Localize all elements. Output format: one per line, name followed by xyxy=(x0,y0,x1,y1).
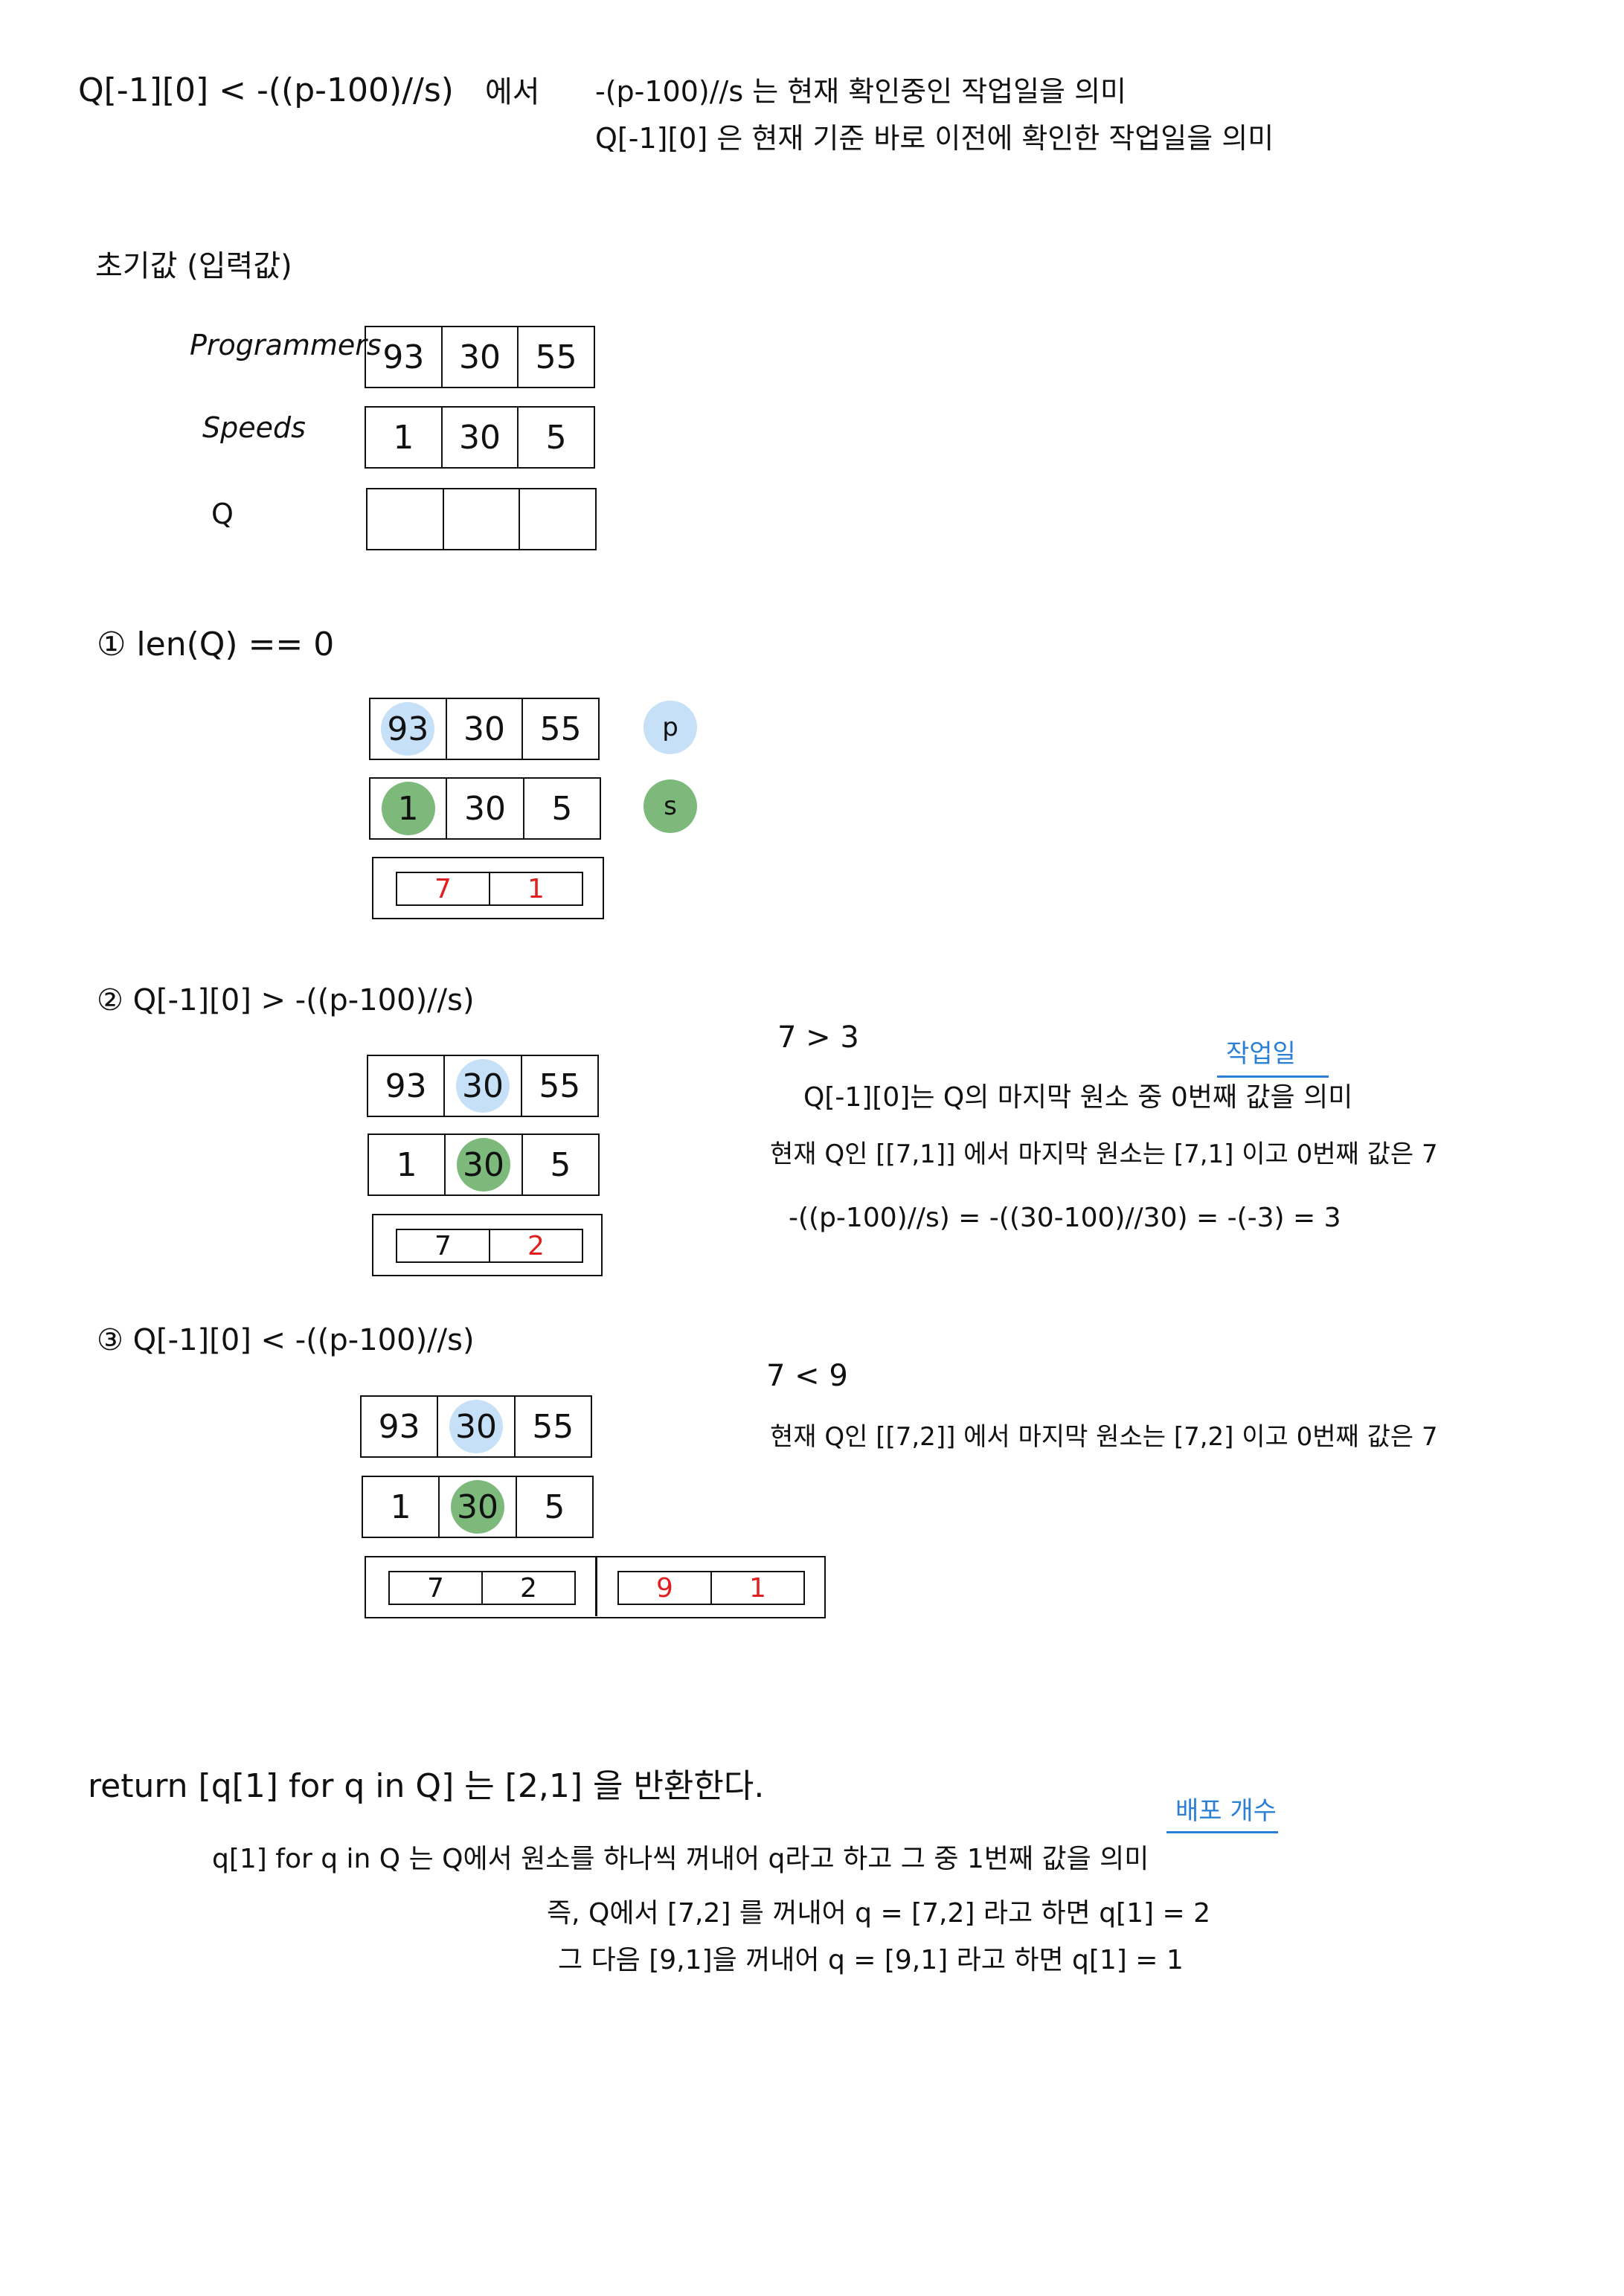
footer-example-line2: 그 다음 [9,1]을 꺼내어 q = [9,1] 라고 하면 q[1] = 1 xyxy=(558,1945,1184,1975)
array-cell: 5 xyxy=(551,789,573,828)
step3-speeds-array: 1 30 5 xyxy=(362,1476,594,1538)
array-cell xyxy=(520,489,595,549)
step2-speeds-array: 1 30 5 xyxy=(368,1133,600,1196)
header-formula: Q[-1][0] < -((p-100)//s) xyxy=(78,71,454,109)
array-cell: 93 xyxy=(366,327,443,387)
init-title: 초기값 (입력값) xyxy=(95,249,292,283)
step1-q-box: 7 1 xyxy=(372,857,604,919)
array-cell-current-s: 1 xyxy=(370,779,448,838)
step2-tag-underline xyxy=(1217,1075,1329,1078)
array-cell: 1 xyxy=(363,1477,440,1537)
array-cell: 55 xyxy=(539,710,582,748)
step2-note-line2: 현재 Q인 [[7,1]] 에서 마지막 원소는 [7,1] 이고 0번째 값은… xyxy=(770,1139,1438,1169)
footer-example-line1: 즉, Q에서 [7,2] 를 꺼내어 q = [7,2] 라고 하면 q[1] … xyxy=(547,1898,1211,1929)
step3-progresses-array: 93 30 55 xyxy=(360,1395,592,1458)
legend-p: p xyxy=(643,701,697,754)
q-element: 7 2 xyxy=(388,1571,576,1605)
q-element: 7 1 xyxy=(396,872,583,906)
header-eseo: 에서 xyxy=(485,75,540,109)
footer-tag-underline xyxy=(1166,1831,1278,1833)
label-progresses: Programmers xyxy=(190,329,382,361)
array-cell: 30 xyxy=(443,408,519,467)
array-cell-current-p: 93 xyxy=(370,699,447,759)
step2-title: ② Q[-1][0] > -((p-100)//s) xyxy=(97,983,475,1017)
step3-compare: 7 < 9 xyxy=(766,1359,848,1393)
q-element-day: 7 xyxy=(390,1572,483,1604)
step2-compare: 7 > 3 xyxy=(777,1020,859,1055)
q-element-count: 2 xyxy=(527,1230,545,1261)
array-cell: 30 xyxy=(447,699,524,759)
array-cell: 30 xyxy=(443,327,519,387)
array-cell-current-p: 30 xyxy=(445,1056,522,1116)
array-cell: 1 xyxy=(369,1135,446,1194)
q-element: 9 1 xyxy=(617,1571,805,1605)
header-meaning-previous: Q[-1][0] 은 현재 기준 바로 이전에 확인한 작업일을 의미 xyxy=(595,122,1274,155)
init-speeds-array: 1 30 5 xyxy=(365,406,595,469)
label-q: Q xyxy=(211,498,234,530)
step3-q-box: 7 2 9 1 xyxy=(365,1556,826,1618)
array-cell: 93 xyxy=(362,1397,439,1456)
step1-title: ① len(Q) == 0 xyxy=(97,626,335,663)
q-box-divider xyxy=(595,1557,597,1616)
step2-note-line1: Q[-1][0]는 Q의 마지막 원소 중 0번째 값을 의미 xyxy=(803,1082,1353,1113)
array-cell: 30 xyxy=(447,779,524,838)
array-cell: 5 xyxy=(544,1488,565,1526)
array-cell: 93 xyxy=(368,1056,446,1116)
array-cell-current-s: 30 xyxy=(440,1477,517,1537)
q-element-day: 7 xyxy=(397,1230,490,1261)
step2-note-line3: -((p-100)//s) = -((30-100)//30) = -(-3) … xyxy=(789,1203,1341,1233)
step3-title: ③ Q[-1][0] < -((p-100)//s) xyxy=(97,1323,475,1357)
q-element-count: 1 xyxy=(749,1572,766,1604)
step2-q-box: 7 2 xyxy=(372,1214,603,1276)
array-cell xyxy=(444,489,521,549)
init-q-array xyxy=(366,488,597,550)
array-cell: 55 xyxy=(535,338,577,376)
array-cell: 5 xyxy=(550,1145,571,1184)
footer-return: return [q[1] for q in Q] 는 [2,1] 을 반환한다. xyxy=(88,1767,765,1805)
array-cell xyxy=(368,489,444,549)
legend-s: s xyxy=(643,779,697,833)
label-speeds: Speeds xyxy=(202,411,306,444)
step2-tag-workday: 작업일 xyxy=(1226,1039,1296,1069)
array-cell: 5 xyxy=(545,418,567,457)
step1-progresses-array: 93 30 55 xyxy=(369,698,600,760)
array-cell: 55 xyxy=(539,1067,581,1105)
step1-speeds-array: 1 30 5 xyxy=(369,777,601,840)
q-element-count: 1 xyxy=(527,873,545,904)
step3-note-line1: 현재 Q인 [[7,2]] 에서 마지막 원소는 [7,2] 이고 0번째 값은… xyxy=(770,1422,1438,1452)
q-element-count: 2 xyxy=(520,1572,537,1604)
array-cell: 55 xyxy=(532,1407,574,1446)
footer-explain-line: q[1] for q in Q 는 Q에서 원소를 하나씩 꺼내어 q라고 하고… xyxy=(212,1844,1149,1874)
q-element-day: 9 xyxy=(619,1572,712,1604)
q-element-day: 7 xyxy=(397,873,490,904)
array-cell-current-s: 30 xyxy=(446,1135,523,1194)
array-cell-current-p: 30 xyxy=(438,1397,516,1456)
header-meaning-current: -(p-100)//s 는 현재 확인중인 작업일을 의미 xyxy=(595,75,1127,108)
array-cell: 1 xyxy=(366,408,443,467)
init-progresses-array: 93 30 55 xyxy=(365,326,595,388)
footer-tag-deploy-count: 배포 개수 xyxy=(1175,1796,1277,1826)
step2-progresses-array: 93 30 55 xyxy=(367,1055,599,1117)
q-element: 7 2 xyxy=(396,1229,583,1263)
